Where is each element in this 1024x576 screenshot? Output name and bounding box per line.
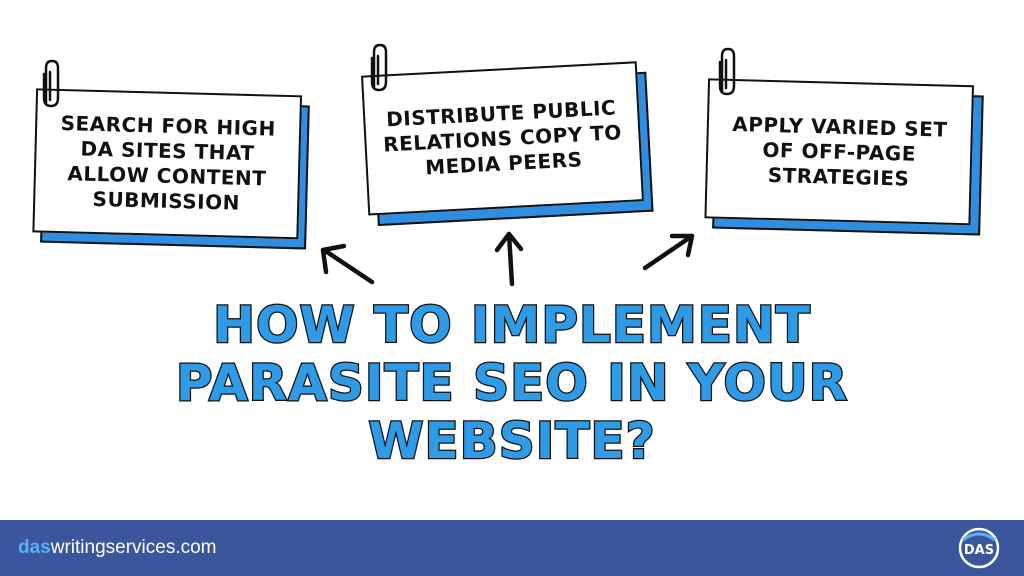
paperclip-icon bbox=[718, 47, 736, 96]
main-title: HOW TO IMPLEMENT PARASITE SEO IN YOUR WE… bbox=[150, 295, 874, 472]
site-prefix: das bbox=[18, 537, 51, 558]
title-line-1: HOW TO IMPLEMENT bbox=[212, 295, 811, 356]
arrow-left-icon bbox=[320, 243, 375, 285]
arrows bbox=[320, 231, 695, 287]
arrow-up-icon bbox=[494, 231, 524, 287]
logo-text: DAS bbox=[964, 543, 994, 558]
title-line-3: WEBSITE? bbox=[367, 411, 656, 472]
das-logo-icon: DAS bbox=[958, 527, 1000, 569]
website-link[interactable]: daswritingservices.com bbox=[18, 537, 217, 559]
footer-bar: daswritingservices.com DAS bbox=[0, 520, 1024, 576]
paperclip-icon bbox=[370, 43, 388, 92]
site-rest: writingservices.com bbox=[50, 537, 217, 558]
diagram: SEARCH FOR HIGH DA SITES THAT ALLOW CONT… bbox=[32, 43, 984, 472]
paperclip-icon bbox=[42, 59, 60, 108]
arrow-right-icon bbox=[642, 233, 695, 271]
title-line-2: PARASITE SEO IN YOUR bbox=[175, 353, 849, 414]
